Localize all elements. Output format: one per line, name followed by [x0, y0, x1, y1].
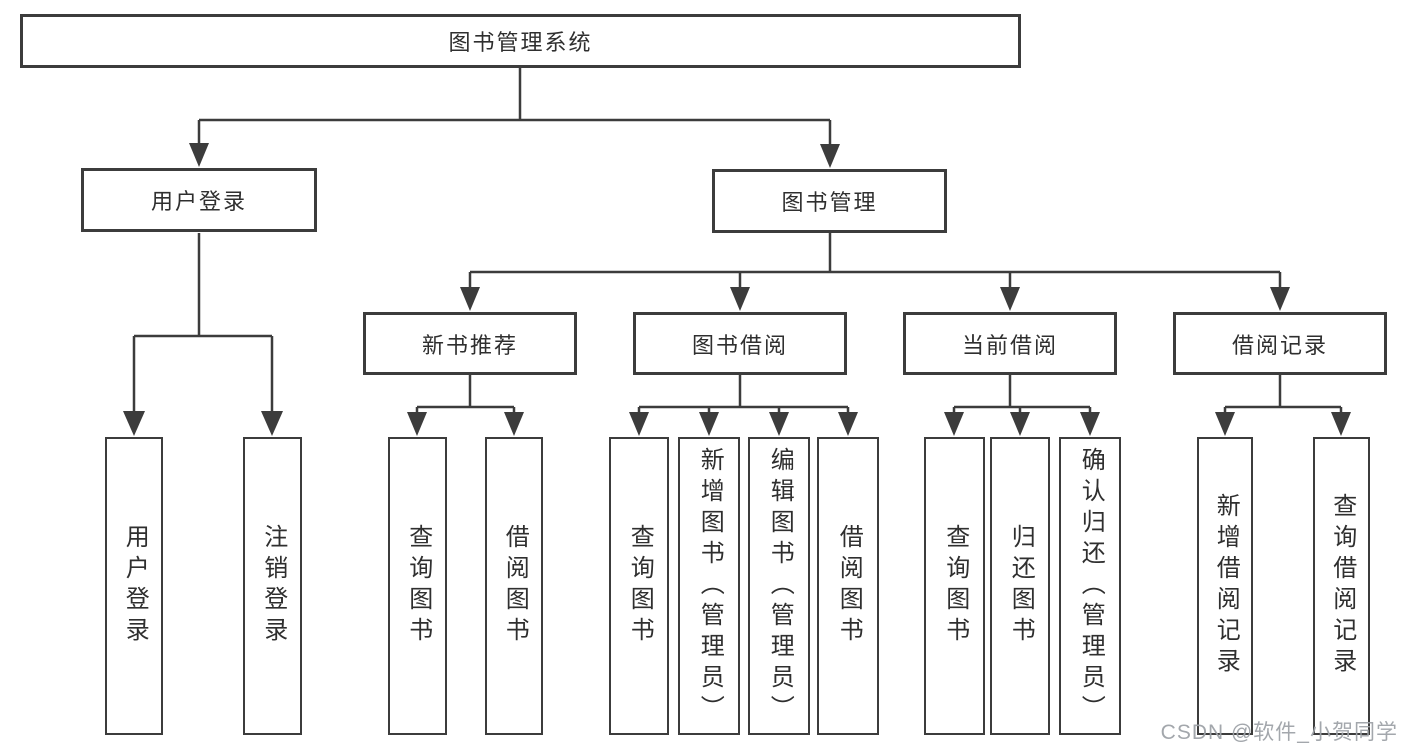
- leaf-add-book-admin-label: 新增图书（管理员）: [696, 446, 724, 726]
- arrow-down-icon: [407, 412, 427, 436]
- csdn-watermark: CSDN @软件_小贺同学: [1160, 721, 1398, 744]
- node-borrow-records: 借阅记录: [1173, 312, 1387, 375]
- leaf-edit-book-admin: 编辑图书（管理员）: [748, 437, 810, 735]
- leaf-logout: 注销登录: [243, 437, 302, 735]
- arrow-down-icon: [699, 412, 719, 436]
- leaf-recommend-borrow-books-label: 借阅图书: [501, 524, 529, 648]
- node-borrow-records-label: 借阅记录: [1231, 332, 1328, 358]
- arrow-down-icon: [1080, 412, 1100, 436]
- leaf-add-book-admin: 新增图书（管理员）: [678, 437, 740, 735]
- node-book-management-label: 图书管理: [781, 190, 878, 215]
- arrow-down-icon: [629, 412, 649, 436]
- leaf-recommend-query-books: 查询图书: [388, 437, 447, 735]
- node-user-login: 用户登录: [81, 168, 317, 232]
- leaf-user-login-label: 用户登录: [121, 524, 149, 648]
- arrow-down-icon: [944, 412, 964, 436]
- leaf-current-query-books: 查询图书: [924, 437, 985, 735]
- arrow-down-icon: [1000, 287, 1020, 311]
- node-book-borrow-label: 图书借阅: [691, 332, 788, 358]
- leaf-query-borrow-record: 查询借阅记录: [1313, 437, 1370, 735]
- leaf-edit-book-admin-label: 编辑图书（管理员）: [766, 446, 794, 726]
- leaf-borrow-query-books: 查询图书: [609, 437, 669, 735]
- arrow-down-icon: [838, 412, 858, 436]
- leaf-return-book: 归还图书: [990, 437, 1050, 735]
- arrow-down-icon: [189, 143, 209, 167]
- node-new-book-recommend: 新书推荐: [363, 312, 577, 375]
- leaf-borrow-query-books-label: 查询图书: [626, 524, 654, 648]
- arrow-down-icon: [1270, 287, 1290, 311]
- tree-edges: [132, 68, 1343, 414]
- leaf-current-query-books-label: 查询图书: [941, 524, 969, 648]
- leaf-confirm-return-admin-label: 确认归还（管理员）: [1077, 446, 1105, 726]
- leaf-borrow-book-label: 借阅图书: [835, 524, 863, 648]
- leaf-user-login: 用户登录: [105, 437, 163, 735]
- arrow-down-icon: [1010, 412, 1030, 436]
- arrow-down-icon: [769, 412, 789, 436]
- arrowheads: [123, 143, 1351, 436]
- leaf-add-borrow-record: 新增借阅记录: [1197, 437, 1253, 735]
- node-root-label: 图书管理系统: [448, 30, 593, 55]
- leaf-query-borrow-record-label: 查询借阅记录: [1328, 493, 1356, 679]
- arrow-down-icon: [730, 287, 750, 311]
- arrow-down-icon: [1331, 412, 1351, 436]
- leaf-return-book-label: 归还图书: [1007, 524, 1035, 648]
- node-new-book-recommend-label: 新书推荐: [421, 332, 518, 358]
- leaf-borrow-book: 借阅图书: [817, 437, 879, 735]
- leaf-recommend-query-books-label: 查询图书: [404, 524, 432, 648]
- arrow-down-icon: [460, 287, 480, 311]
- node-book-management: 图书管理: [712, 169, 947, 233]
- node-current-borrow-label: 当前借阅: [961, 332, 1058, 358]
- arrow-down-icon: [1215, 412, 1235, 436]
- node-user-login-label: 用户登录: [150, 189, 247, 214]
- node-current-borrow: 当前借阅: [903, 312, 1117, 375]
- arrow-down-icon: [504, 412, 524, 436]
- arrow-down-icon: [820, 144, 840, 168]
- arrow-down-icon: [261, 411, 283, 436]
- leaf-logout-label: 注销登录: [259, 524, 287, 648]
- node-root: 图书管理系统: [20, 14, 1021, 68]
- leaf-recommend-borrow-books: 借阅图书: [485, 437, 543, 735]
- arrow-down-icon: [123, 411, 145, 436]
- node-book-borrow: 图书借阅: [633, 312, 847, 375]
- leaf-confirm-return-admin: 确认归还（管理员）: [1059, 437, 1121, 735]
- leaf-add-borrow-record-label: 新增借阅记录: [1212, 493, 1240, 679]
